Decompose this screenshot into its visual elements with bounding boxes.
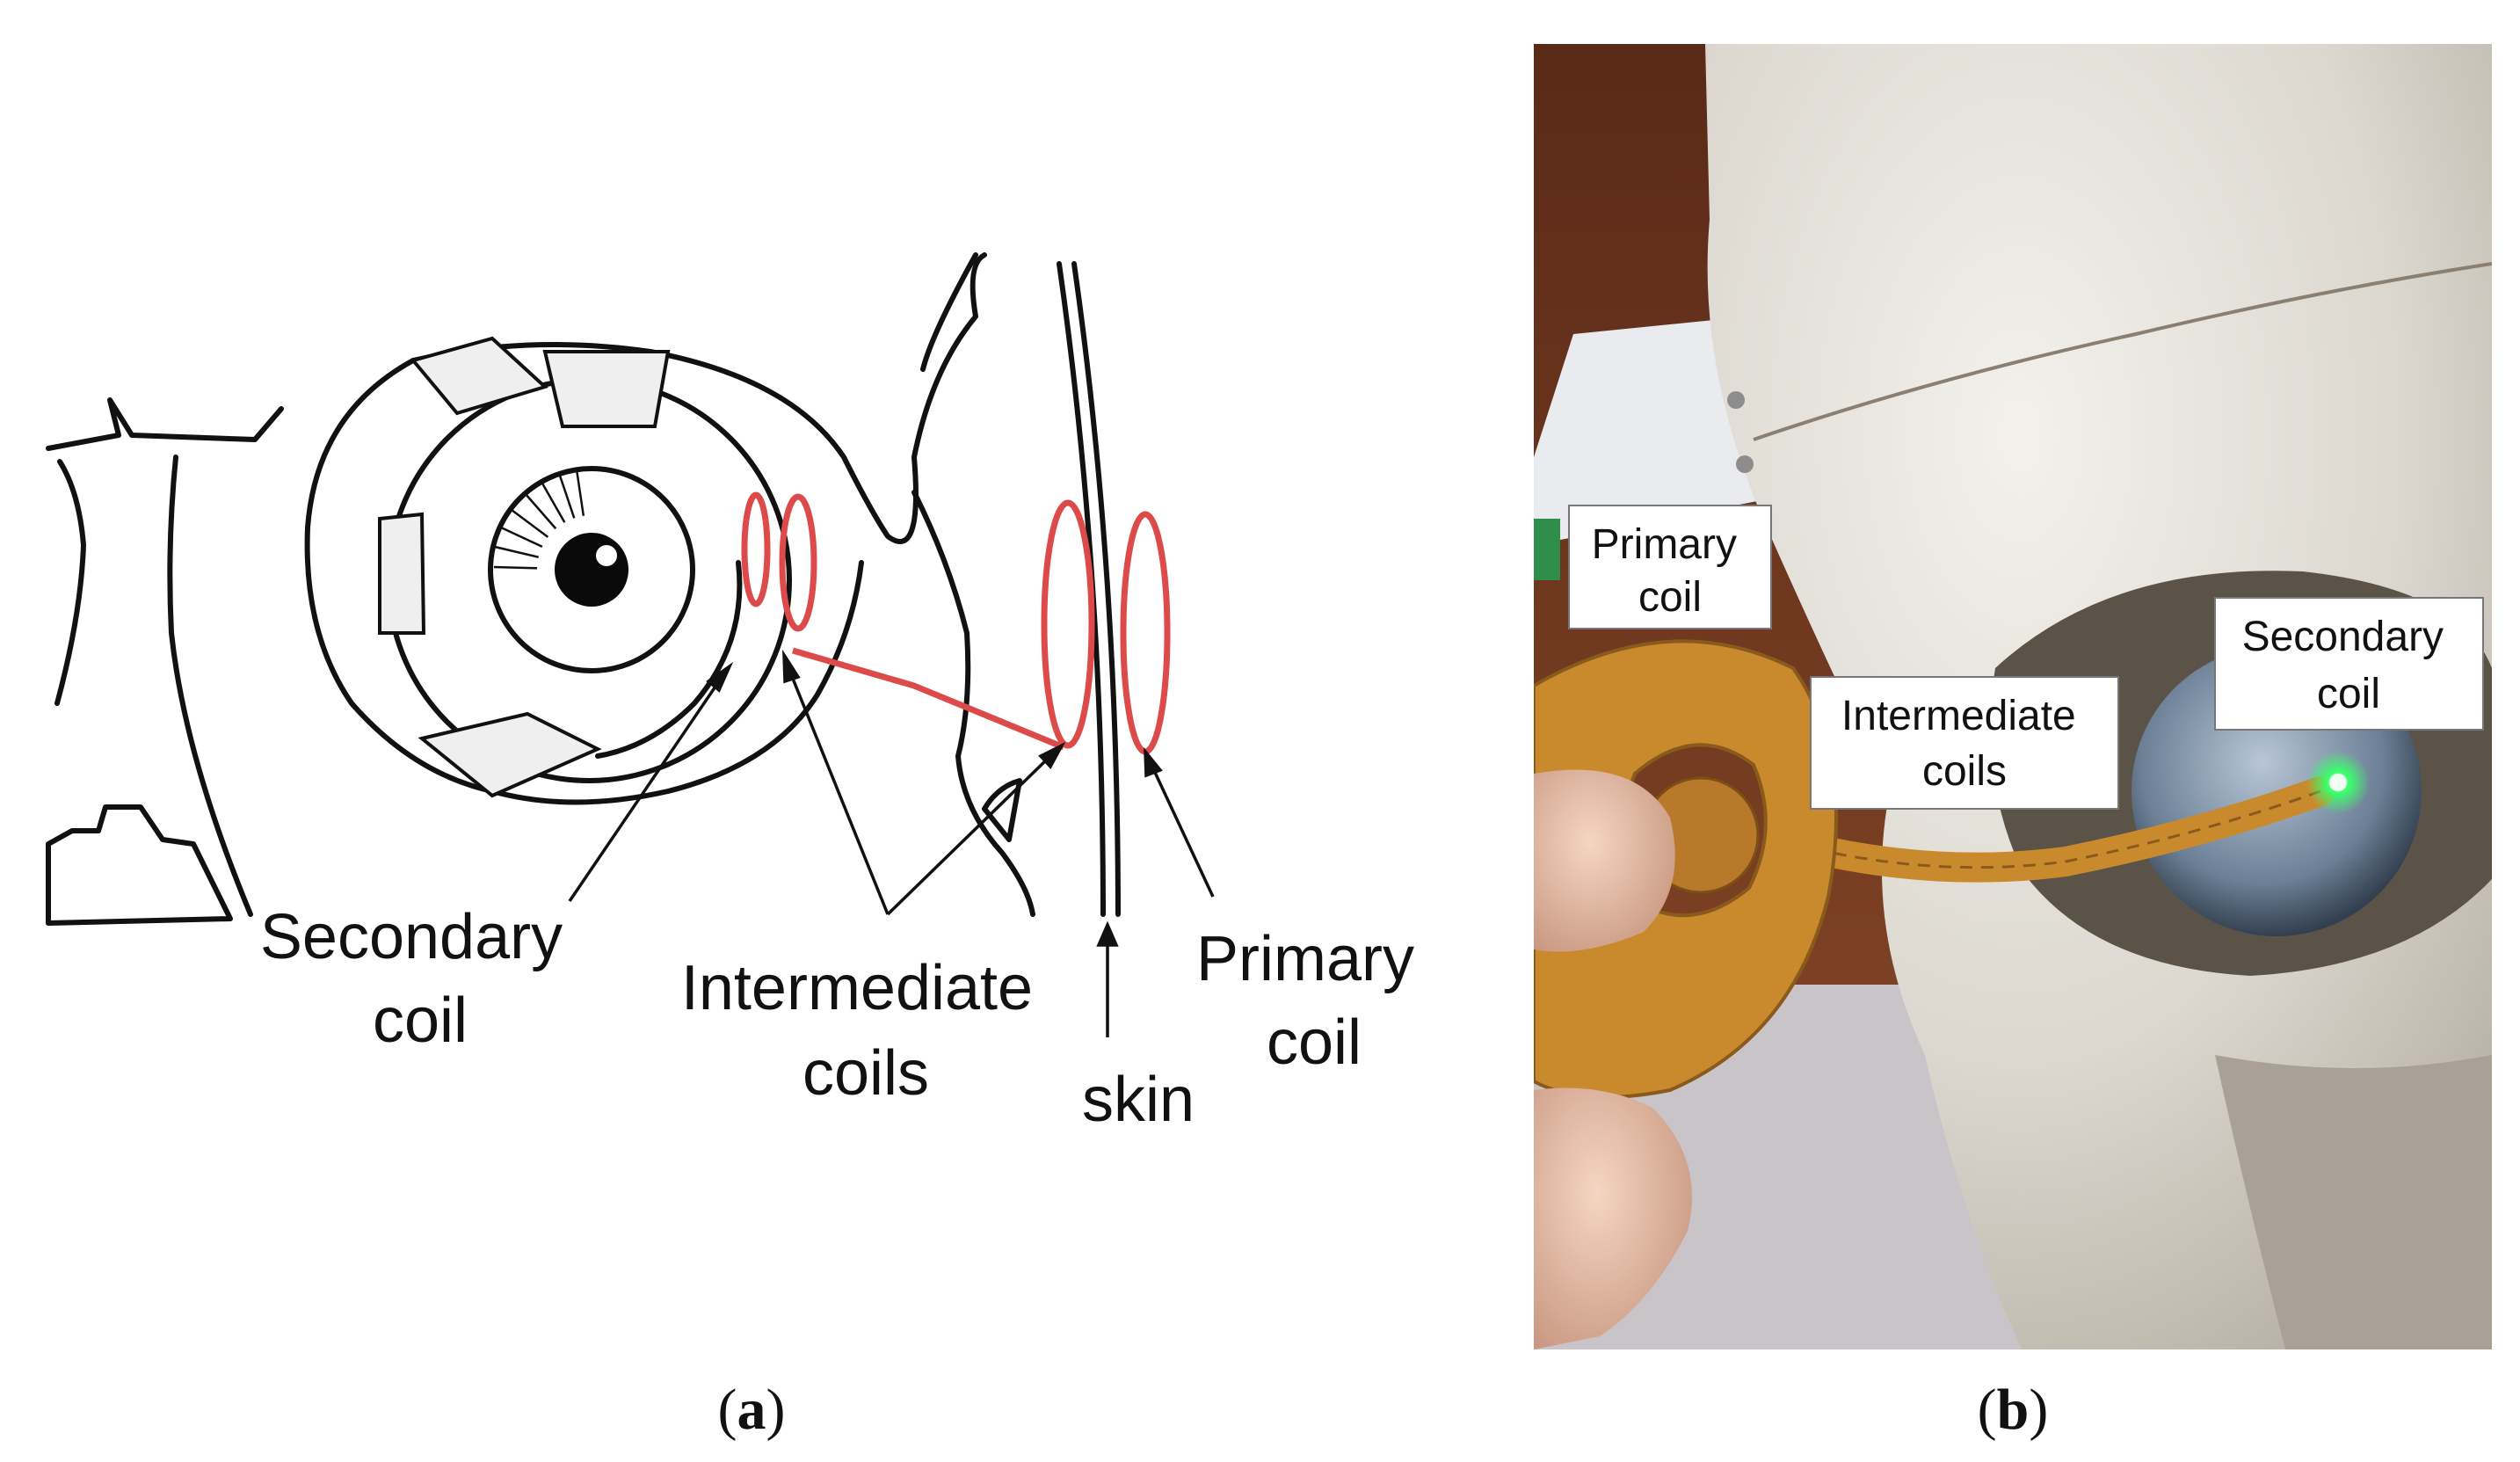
green-led [2329, 774, 2347, 791]
pupil-highlight [596, 545, 617, 566]
orbit-outline [410, 252, 987, 544]
photo-label-secondary-coil: Secondary coil [2242, 614, 2456, 717]
maxilla-outline [46, 804, 233, 926]
flex-pcb-band-edge [1792, 789, 2321, 869]
diagram-label-secondary-coil: Secondary coil [260, 902, 580, 1056]
primary-coil-ring [1120, 511, 1171, 755]
pupil [555, 533, 628, 607]
zygoma-outline [982, 778, 1022, 842]
sclera-inner [595, 560, 743, 759]
intermediate-link-wire [792, 647, 1065, 751]
nasal-bone-outline [46, 397, 284, 917]
diagram-panel: Secondary coil Intermediate coils skin P… [46, 252, 1432, 1442]
pointer-arrows [568, 649, 1215, 1037]
photo-panel: Primary coil Intermediate coils Secondar… [1534, 44, 2492, 1349]
muscle-upper-left [410, 336, 548, 416]
secondary-coil-ring [741, 491, 771, 607]
photo-label-box-primary [1568, 505, 1772, 629]
jaw-shadow [2215, 1055, 2492, 1349]
diagram-label-intermediate-coils: Intermediate coils [681, 953, 1050, 1109]
green-object [1534, 519, 1560, 580]
skull-suture [1753, 262, 2492, 441]
thumb [1534, 769, 1675, 952]
diagram-label-skin: skin [1082, 1065, 1195, 1135]
muscle-left [378, 512, 426, 635]
photo-label-box-intermediate [1810, 676, 2119, 810]
screw-1 [1727, 391, 1745, 409]
muscle-top [542, 350, 671, 428]
photo-label-intermediate-coils: Intermediate coils [1841, 693, 2088, 795]
intermediate-coil-ring-inner [779, 493, 817, 632]
photo-label-primary-coil: Primary coil [1592, 521, 1749, 621]
diagram-label-primary-coil: Primary coil [1196, 924, 1432, 1078]
caption-b: (b) [1978, 1378, 2049, 1442]
fingers [1534, 1087, 1692, 1349]
intermediate-coil-ring-outer [1041, 499, 1095, 749]
caption-a: (a) [718, 1378, 786, 1442]
skin-line-2 [1071, 261, 1121, 917]
muscle-bottom [418, 711, 602, 798]
photo-label-box-secondary [2214, 597, 2484, 731]
temporal-outline [911, 252, 1035, 917]
skin-line-1 [1057, 261, 1106, 917]
screw-2 [1736, 455, 1754, 473]
